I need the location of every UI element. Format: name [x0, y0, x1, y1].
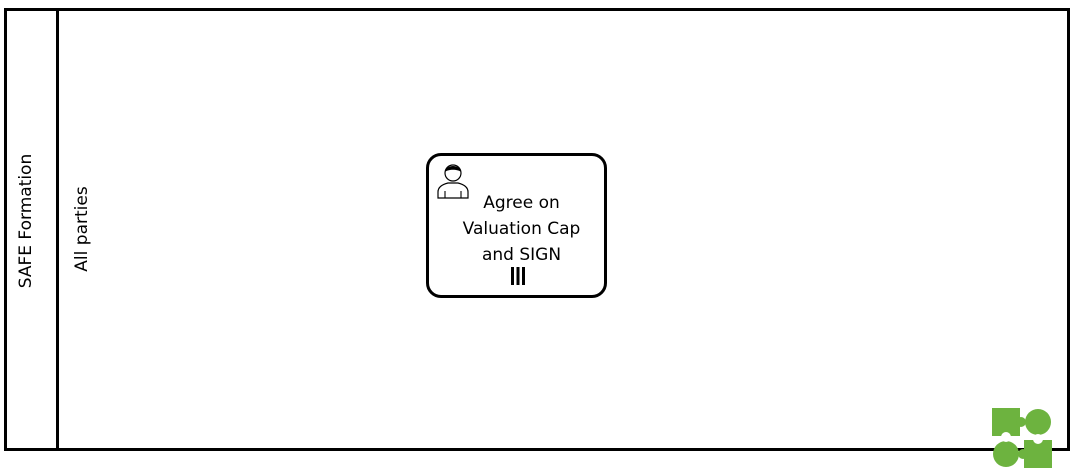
- puzzle-logo-icon: [992, 408, 1052, 468]
- lane-title: All parties: [72, 186, 92, 272]
- task-agree-on-valuation-cap[interactable]: Agree on Valuation Cap and SIGN: [426, 153, 607, 298]
- pool-title: SAFE Formation: [16, 153, 36, 289]
- task-label-line: Agree on: [483, 193, 560, 213]
- task-label: Agree on Valuation Cap and SIGN: [443, 190, 600, 268]
- task-label-line: Valuation Cap: [462, 219, 581, 239]
- pool: [4, 8, 1070, 451]
- pool-header: [7, 11, 59, 448]
- task-label-line: and SIGN: [481, 245, 562, 265]
- parallel-multi-instance-icon: [511, 267, 525, 285]
- user-icon: [437, 164, 469, 199]
